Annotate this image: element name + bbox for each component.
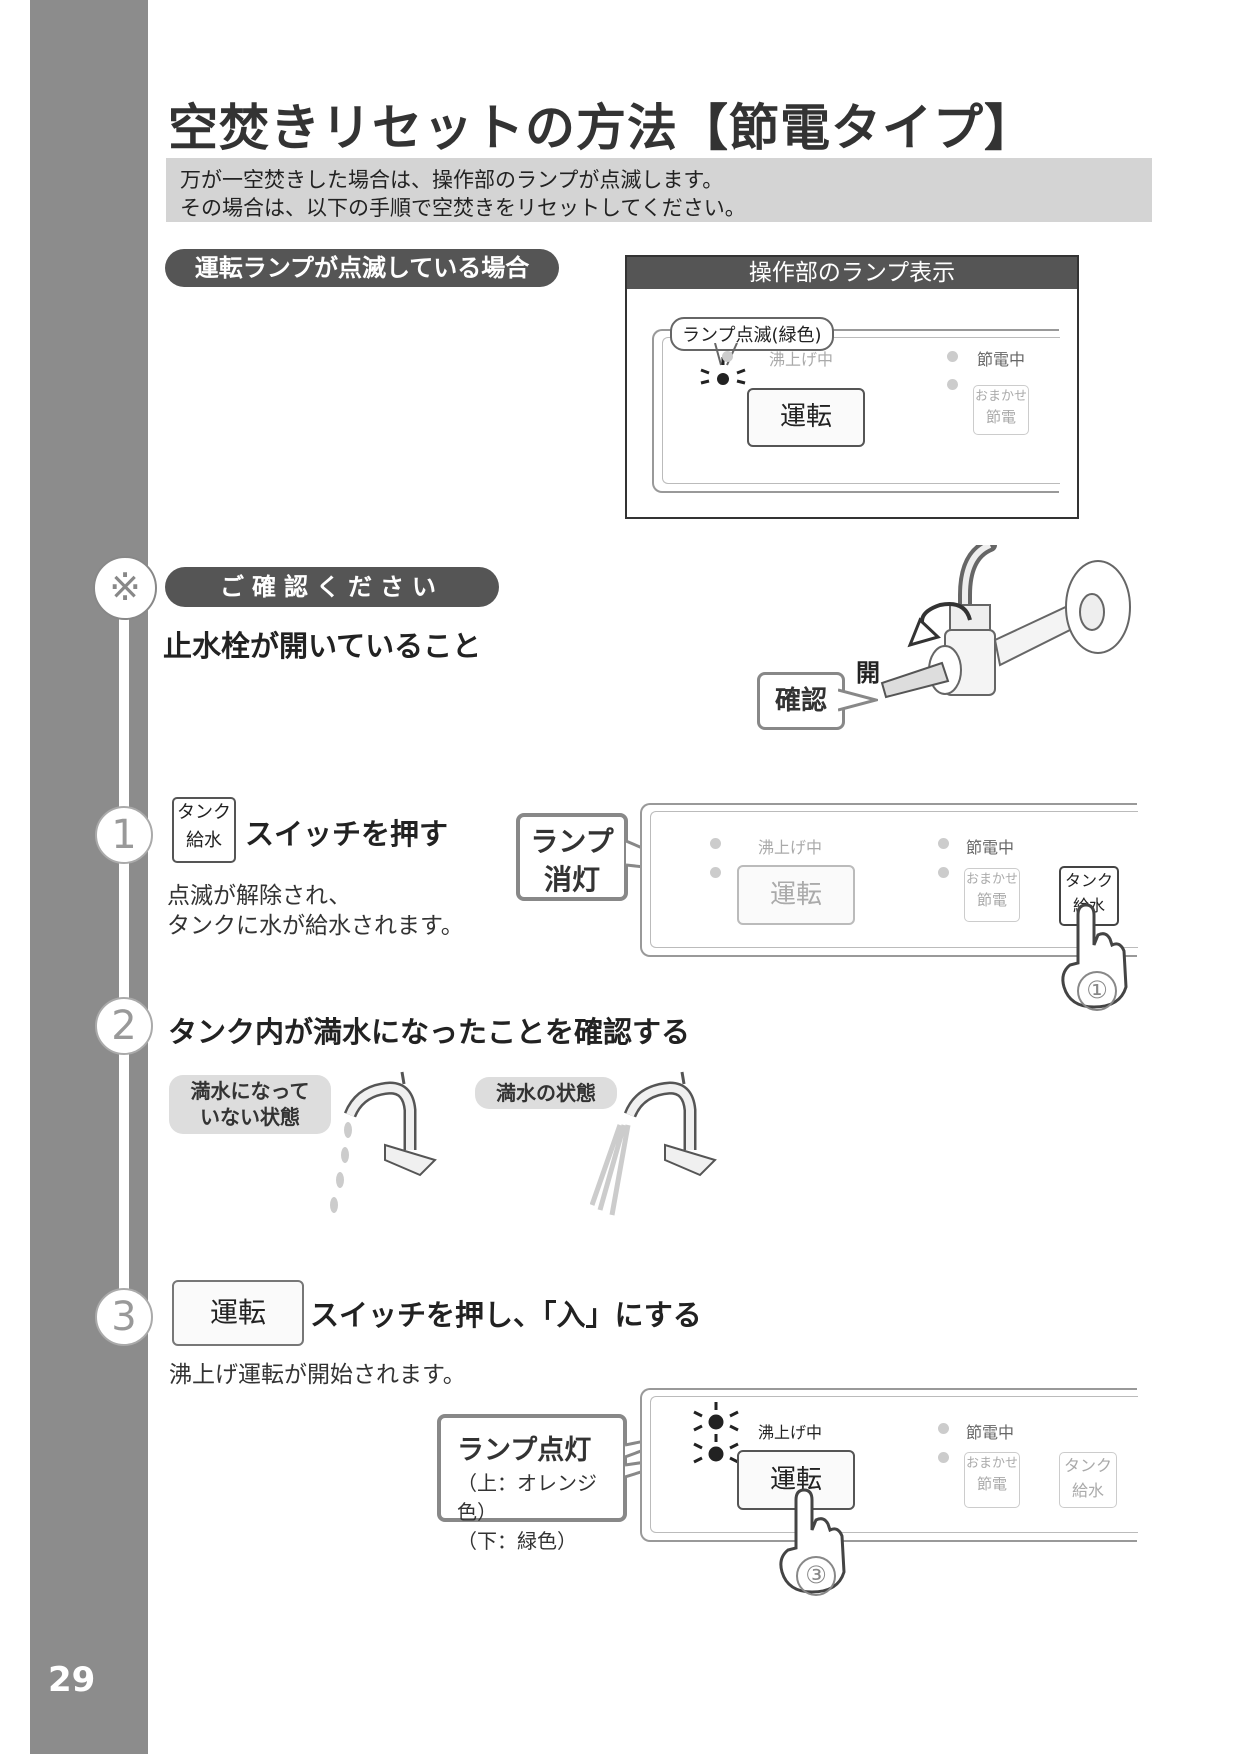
not-full-tag: 満水になって いない状態 [169,1075,331,1134]
intro-box: 万が一空焚きした場合は、操作部のランプが点滅します。 その場合は、以下の手順で空… [166,158,1152,222]
saving-lamp [947,351,958,362]
omakase-button[interactable]: おまかせ 節電 [973,385,1029,435]
step-1-desc-2: タンクに水が給水されます。 [167,913,464,939]
step-1-saving-lamp [938,838,949,849]
case-label: 運転ランプが点滅している場合 [165,249,559,287]
step-1-desc-1: 点滅が解除され、 [167,883,352,909]
saving-label: 節電中 [977,350,1026,369]
page-title: 空焚きリセットの方法【節電タイプ】 [168,99,1035,157]
faucet-flowing-icon [590,1071,717,1216]
step-3-run-button[interactable]: 運転 [737,1450,855,1510]
step-1-omakase-lamp [938,867,949,878]
step-1-title: スイッチを押す [245,817,449,851]
faucet-dripping-icon [330,1071,437,1213]
lamp-off-callout: ランプ 消灯 [516,813,628,901]
step-1-boiling-lamp [710,838,721,849]
stop-valve-icon [880,545,1131,699]
step-3-saving-label: 節電中 [966,1423,1015,1442]
step-1-omakase-button[interactable]: おまかせ 節電 [964,868,1020,922]
run-key-icon: 運転 [172,1280,304,1346]
step-3-saving-lamp [938,1423,949,1434]
step-3-panel [640,1388,1138,1542]
step-1-run-button[interactable]: 運転 [737,865,855,925]
step-1-number: 1 [95,806,153,864]
note-mark-icon: ※ [93,556,157,620]
full-tag: 満水の状態 [475,1077,617,1109]
intro-line-2: その場合は、以下の手順で空焚きをリセットしてください。 [180,196,746,220]
lamp-on-callout: ランプ点灯 （上：オレンジ色） （下：緑色） [437,1414,627,1553]
open-label: 開 [856,659,880,687]
step-1-boiling-label: 沸上げ中 [758,838,823,857]
check-callout: 確認 [757,672,845,730]
lamp-box-title: 操作部のランプ表示 [627,257,1077,289]
step-3-title: スイッチを押し、「入」にする [310,1298,702,1332]
step-3-press-mark: ③ [796,1556,836,1596]
tank-key-icon: タンク 給水 [172,797,236,863]
step-1-panel [640,803,1138,957]
confirm-label: ご確認ください [165,567,499,607]
page-sidebar [30,0,148,1754]
intro-line-1: 万が一空焚きした場合は、操作部のランプが点滅します。 [180,168,724,192]
boiling-label: 沸上げ中 [769,350,834,369]
run-button[interactable]: 運転 [747,388,865,447]
step-1-run-lamp [710,867,721,878]
step-1-press-mark: ① [1077,971,1117,1011]
confirm-text: 止水栓が開いていること [163,629,482,663]
step-1-saving-label: 節電中 [966,838,1015,857]
omakase-lamp [947,379,958,390]
lamp-display-box: 操作部のランプ表示 ランプ点滅(緑色) 沸上げ中 節電中 運転 おまかせ 節電 [625,255,1079,519]
step-3-omakase-lamp [938,1452,949,1463]
step-3-number: 3 [95,1288,153,1346]
boiling-lamp [722,351,733,362]
step-timeline [119,590,129,1320]
step-3-boiling-label: 沸上げ中 [758,1423,823,1442]
page-number: 29 [48,1660,96,1700]
step-2-number: 2 [95,997,153,1055]
step-3-desc: 沸上げ運転が開始されます。 [169,1362,466,1388]
blink-label: ランプ点滅(緑色) [670,317,834,351]
step-3-tank-button[interactable]: タンク 給水 [1059,1452,1117,1508]
step-2-title: タンク内が満水になったことを確認する [168,1015,691,1049]
step-3-omakase-button[interactable]: おまかせ 節電 [964,1452,1020,1508]
lamps-lit-icon [693,1402,739,1464]
